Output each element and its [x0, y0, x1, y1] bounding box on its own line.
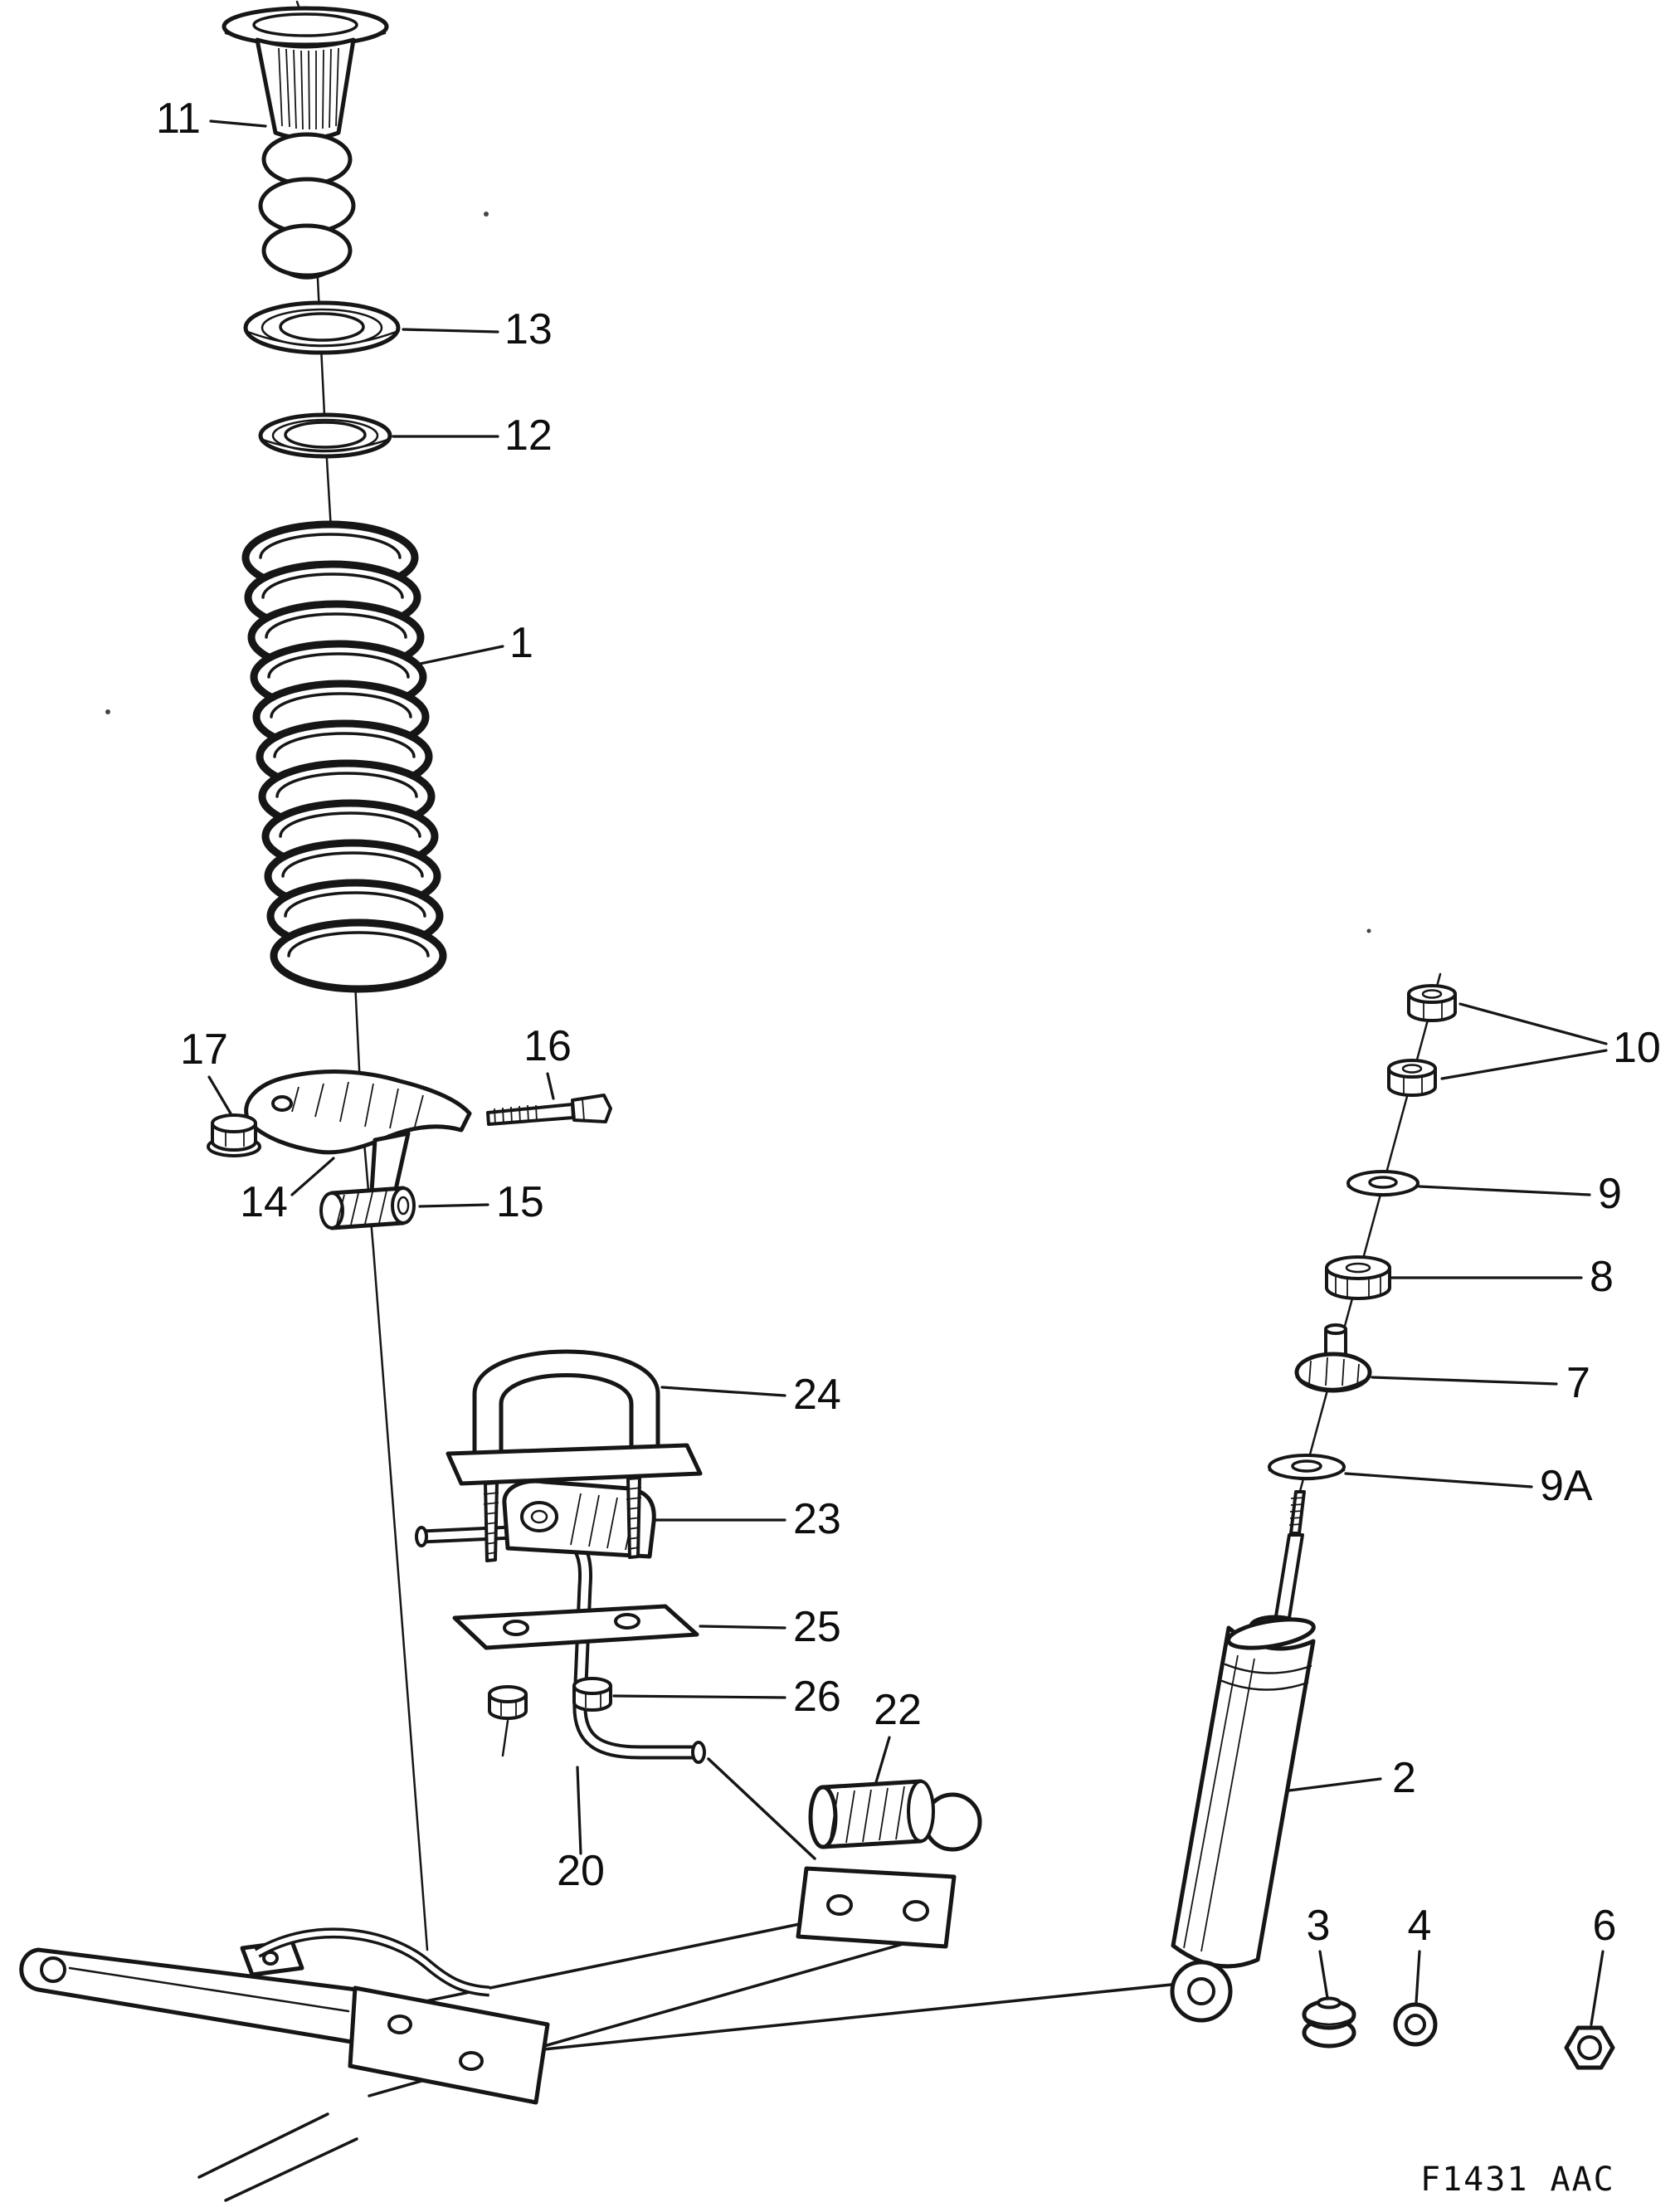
figure-code: F1431 AAC — [1420, 2161, 1615, 2199]
part-10-nuts — [1387, 984, 1457, 1097]
callout-17: 17 — [180, 1026, 228, 1074]
nut — [1387, 1059, 1437, 1097]
callout-24: 24 — [793, 1371, 841, 1419]
scan-specks — [105, 212, 1371, 933]
callout-26: 26 — [793, 1673, 841, 1721]
nut — [572, 1677, 612, 1712]
link-bracket — [796, 1866, 957, 1949]
callouts: 11 13 12 1 17 16 14 15 24 23 25 26 20 22… — [156, 95, 1661, 1950]
part-6-nut — [1564, 2025, 1615, 2070]
part-11-bump-stop — [222, 6, 389, 280]
callout-25: 25 — [793, 1603, 841, 1651]
part-4-washer — [1393, 2002, 1438, 2047]
leader-lines — [207, 119, 1608, 2026]
callout-14: 14 — [240, 1178, 288, 1226]
part-15-bushing — [319, 1186, 416, 1230]
callout-3: 3 — [1307, 1902, 1331, 1950]
callout-23: 23 — [793, 1495, 841, 1543]
trailing-arm — [19, 1927, 550, 2105]
part-2-shock-absorber — [1170, 1490, 1316, 2023]
part-22-link-sleeve — [808, 1779, 982, 1852]
callout-20: 20 — [557, 1847, 605, 1895]
part-8-bushing — [1325, 1255, 1391, 1300]
assembly-lines — [197, 1757, 1173, 2202]
part-9-washer — [1346, 1170, 1419, 1197]
part-1-coil-spring — [241, 520, 447, 993]
part-25-clamp-plate — [452, 1604, 699, 1650]
part-26-nuts — [488, 1677, 612, 1757]
nut — [488, 1685, 528, 1757]
callout-9: 9 — [1598, 1170, 1622, 1218]
callout-6: 6 — [1593, 1902, 1617, 1950]
callout-15: 15 — [496, 1178, 544, 1226]
nut — [1407, 984, 1457, 1022]
part-3-bushing — [1302, 1996, 1356, 2049]
callout-10: 10 — [1613, 1024, 1661, 1072]
callout-2: 2 — [1392, 1754, 1416, 1802]
part-7-cone-bushing — [1294, 1323, 1372, 1393]
callout-12: 12 — [504, 412, 553, 460]
callout-11: 11 — [156, 95, 201, 143]
callout-7: 7 — [1566, 1359, 1590, 1407]
callout-4: 4 — [1408, 1902, 1432, 1950]
part-16-bolt — [486, 1094, 612, 1126]
part-13-washer — [243, 300, 401, 355]
part-9a-washer — [1268, 1454, 1346, 1481]
callout-9a: 9A — [1540, 1462, 1593, 1510]
callout-13: 13 — [504, 305, 553, 353]
part-24-u-clamp — [446, 1349, 703, 1562]
callout-22: 22 — [874, 1686, 922, 1734]
part-14-spring-seat — [244, 1069, 472, 1196]
callout-8: 8 — [1590, 1253, 1614, 1301]
callout-1: 1 — [509, 619, 533, 667]
part-12-washer — [258, 412, 392, 459]
callout-16: 16 — [523, 1022, 572, 1070]
part-23-bushing-block — [502, 1479, 656, 1559]
part-17-nut — [207, 1113, 261, 1157]
